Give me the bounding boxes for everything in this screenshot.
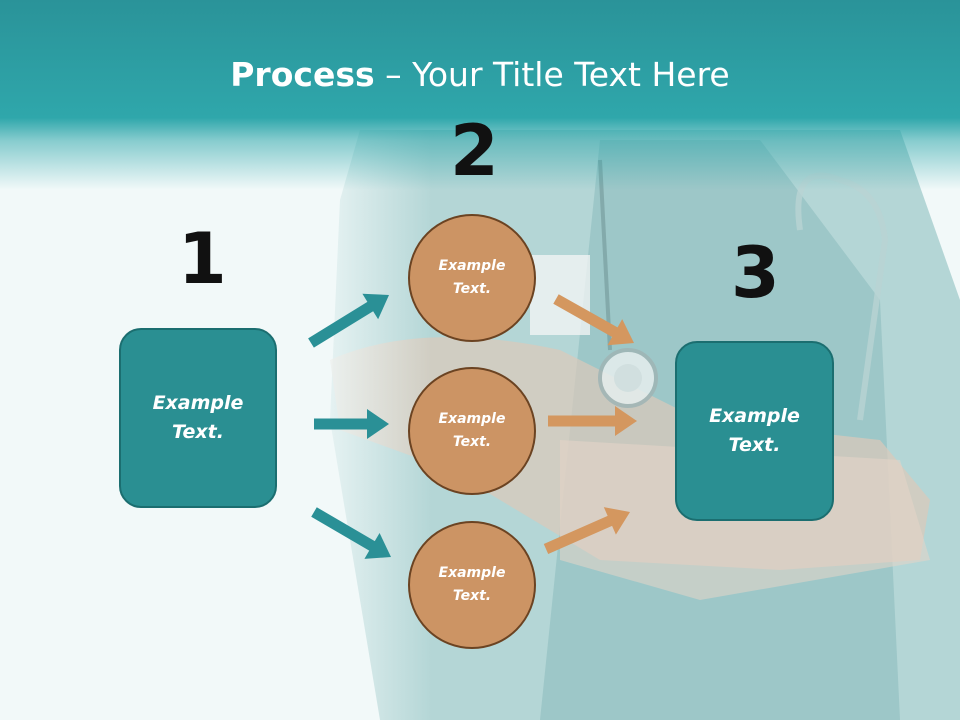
step-number-1: 1 [178, 218, 227, 300]
title-rest: – Your Title Text Here [374, 55, 730, 94]
step2-circle-top: Example Text. [408, 214, 536, 342]
header-band [0, 0, 960, 190]
step-number-2: 2 [450, 110, 499, 192]
step2-circle-middle: Example Text. [408, 367, 536, 495]
step1-box: Example Text. [119, 328, 277, 508]
title-bold: Process [230, 55, 375, 94]
step3-box: Example Text. [675, 341, 834, 521]
slide-title: Process – Your Title Text Here [0, 54, 960, 96]
step-number-3: 3 [731, 232, 780, 314]
step2-circle-bottom: Example Text. [408, 521, 536, 649]
